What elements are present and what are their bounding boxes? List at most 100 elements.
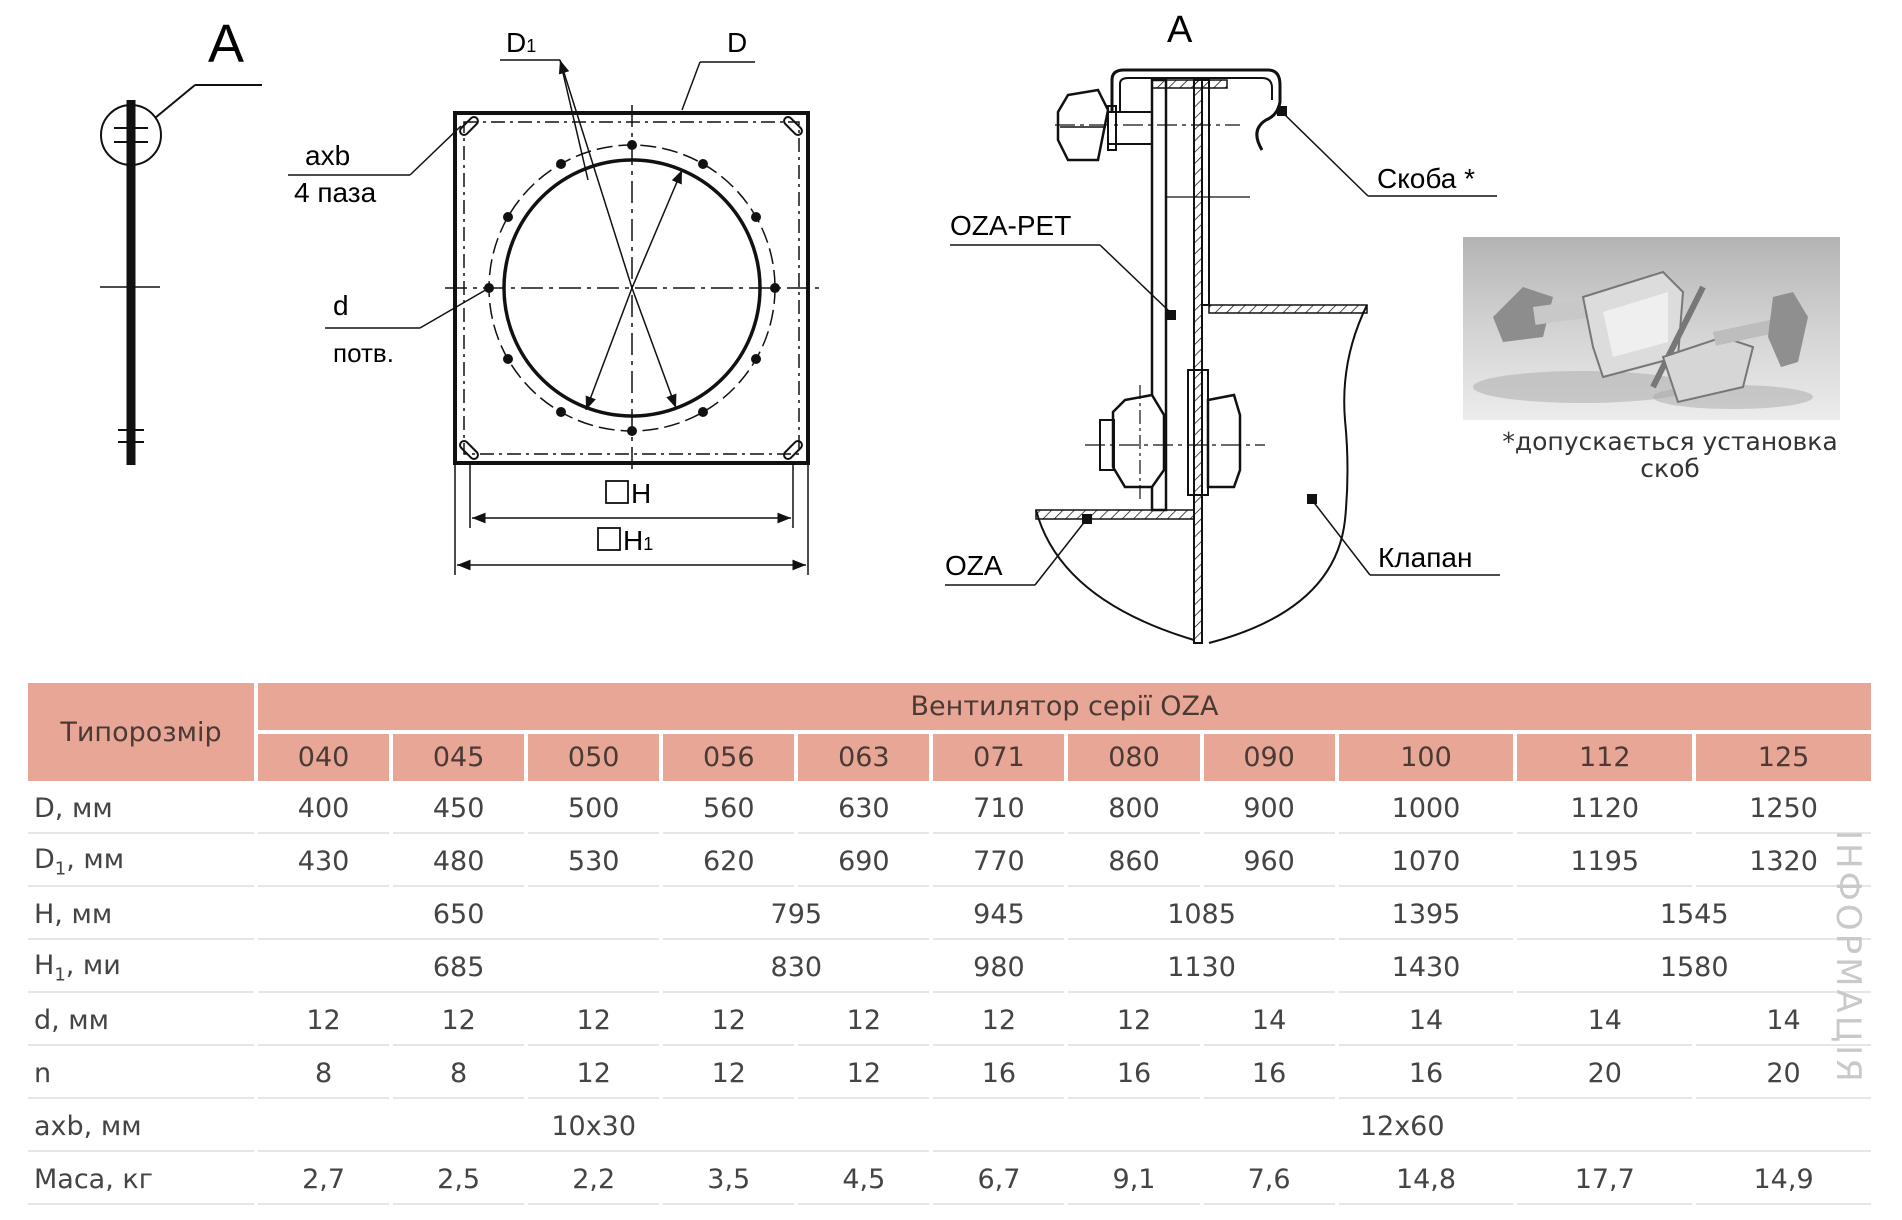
table-cell: 2,5 [393, 1156, 525, 1205]
table-cell: 8 [393, 1050, 525, 1099]
table-cell: 17,7 [1517, 1156, 1693, 1205]
table-cell: 900 [1203, 785, 1335, 834]
table-cell: 12 [663, 1050, 795, 1099]
detail-label-a-left: A [208, 14, 244, 74]
header-size-090: 090 [1203, 734, 1335, 781]
table-cell: 2,7 [258, 1156, 390, 1205]
table-cell: 16 [1203, 1050, 1335, 1099]
header-size-125: 125 [1696, 734, 1871, 781]
table-cell: 500 [528, 785, 660, 834]
table-cell: 8 [258, 1050, 390, 1099]
row-label: H1, ми [28, 944, 254, 993]
caption-line-1: *допускається установка [1502, 427, 1838, 456]
label-d: D [727, 27, 747, 58]
table-cell: 960 [1203, 838, 1335, 887]
table-cell: 12 [933, 997, 1065, 1046]
table-cell: 1395 [1338, 891, 1514, 940]
header-size-050: 050 [528, 734, 660, 781]
table-cell: 830 [663, 944, 930, 993]
clip-photo [1463, 237, 1840, 420]
table-cell: 1085 [1068, 891, 1335, 940]
table-cell: 14,9 [1696, 1156, 1871, 1205]
table-cell: 1320 [1696, 838, 1871, 887]
table-cell: 1130 [1068, 944, 1335, 993]
table-cell: 650 [258, 891, 660, 940]
table-cell: 20 [1517, 1050, 1693, 1099]
table-cell: 1195 [1517, 838, 1693, 887]
side-view: A [100, 14, 262, 465]
label-d1: D1 [506, 27, 536, 58]
header-size-040: 040 [258, 734, 390, 781]
label-oza-pet: OZA-PET [950, 210, 1071, 241]
table-cell: 1000 [1338, 785, 1514, 834]
table-cell: 12 [393, 997, 525, 1046]
table-cell: 560 [663, 785, 795, 834]
flange-front-view: D1 D axb 4 паза d потв. H H1 [288, 27, 820, 575]
row-label-subscript: 1 [54, 964, 66, 986]
table-cell: 800 [1068, 785, 1200, 834]
table-cell: 4,5 [798, 1156, 930, 1205]
row-label: n [28, 1050, 254, 1099]
table-cell: 12 [528, 997, 660, 1046]
table-cell: 12 [798, 1050, 930, 1099]
table-cell: 1250 [1696, 785, 1871, 834]
detail-a-section: A OZA-PET С [945, 9, 1500, 644]
row-label: Маса, кг [28, 1156, 254, 1205]
row-label-subscript: 1 [54, 858, 67, 880]
label-klapan: Клапан [1378, 542, 1472, 573]
table-cell: 12 [663, 997, 795, 1046]
table-cell: 10x30 [258, 1103, 930, 1152]
row-label: H, мм [28, 891, 254, 940]
row-label: D, мм [28, 785, 254, 834]
table-cell: 12 [1068, 997, 1200, 1046]
table-cell: 12 [258, 997, 390, 1046]
table-cell: 1545 [1517, 891, 1871, 940]
table-cell: 450 [393, 785, 525, 834]
header-size-063: 063 [798, 734, 930, 781]
table-cell: 685 [258, 944, 660, 993]
table-cell: 14,8 [1338, 1156, 1514, 1205]
table-cell: 795 [663, 891, 930, 940]
table-cell: 3,5 [663, 1156, 795, 1205]
table-cell: 630 [798, 785, 930, 834]
label-h: H [631, 478, 651, 509]
table-cell: 14 [1203, 997, 1335, 1046]
label-slots: 4 паза [294, 177, 377, 208]
label-skoba: Скоба * [1377, 163, 1475, 194]
table-cell: 16 [933, 1050, 1065, 1099]
row-label: axb, мм [28, 1103, 254, 1152]
header-size-056: 056 [663, 734, 795, 781]
header-size-100: 100 [1338, 734, 1514, 781]
table-cell: 530 [528, 838, 660, 887]
photo-caption: *допускається установка скоб [1460, 428, 1880, 482]
table-cell: 945 [933, 891, 1065, 940]
table-cell: 16 [1338, 1050, 1514, 1099]
side-watermark: ІНФОРМАЦІЯ [1828, 830, 1868, 1085]
header-size-080: 080 [1068, 734, 1200, 781]
label-hole-d: d [333, 290, 349, 321]
table-cell: 400 [258, 785, 390, 834]
label-holes: потв. [333, 338, 394, 368]
table-cell: 620 [663, 838, 795, 887]
header-fan-series: Вентилятор серії OZA [258, 683, 1871, 730]
header-size-112: 112 [1517, 734, 1693, 781]
table-cell: 1120 [1517, 785, 1693, 834]
table-cell: 980 [933, 944, 1065, 993]
row-label: d, мм [28, 997, 254, 1046]
table-cell: 14 [1517, 997, 1693, 1046]
table-cell: 12 [528, 1050, 660, 1099]
table-cell: 480 [393, 838, 525, 887]
table-cell: 12 [798, 997, 930, 1046]
header-size-label: Типорозмір [28, 683, 254, 781]
table-cell: 7,6 [1203, 1156, 1335, 1205]
header-size-045: 045 [393, 734, 525, 781]
